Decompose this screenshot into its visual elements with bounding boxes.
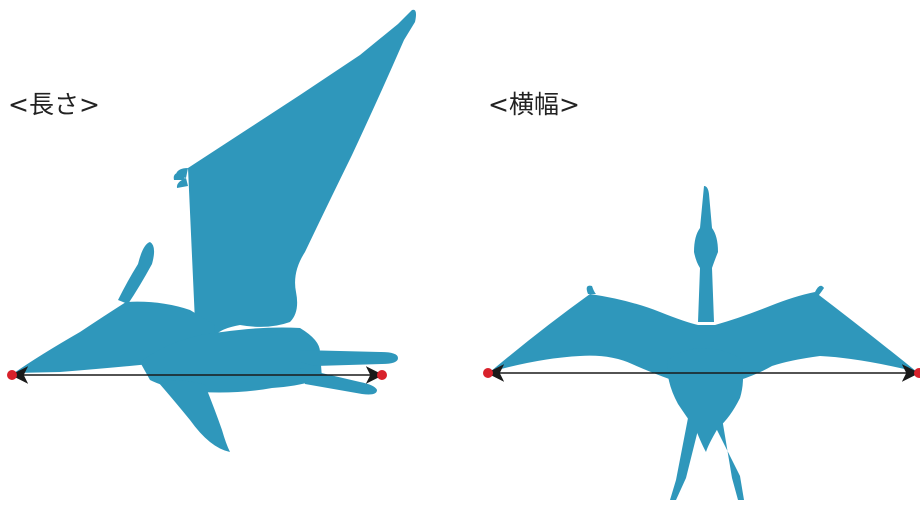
pterosaur-side-silhouette <box>14 10 416 452</box>
width-start-dot <box>483 368 493 378</box>
pterosaur-top-silhouette <box>490 186 917 500</box>
length-start-dot <box>7 370 17 380</box>
width-end-dot <box>914 368 920 378</box>
length-end-dot <box>377 370 387 380</box>
